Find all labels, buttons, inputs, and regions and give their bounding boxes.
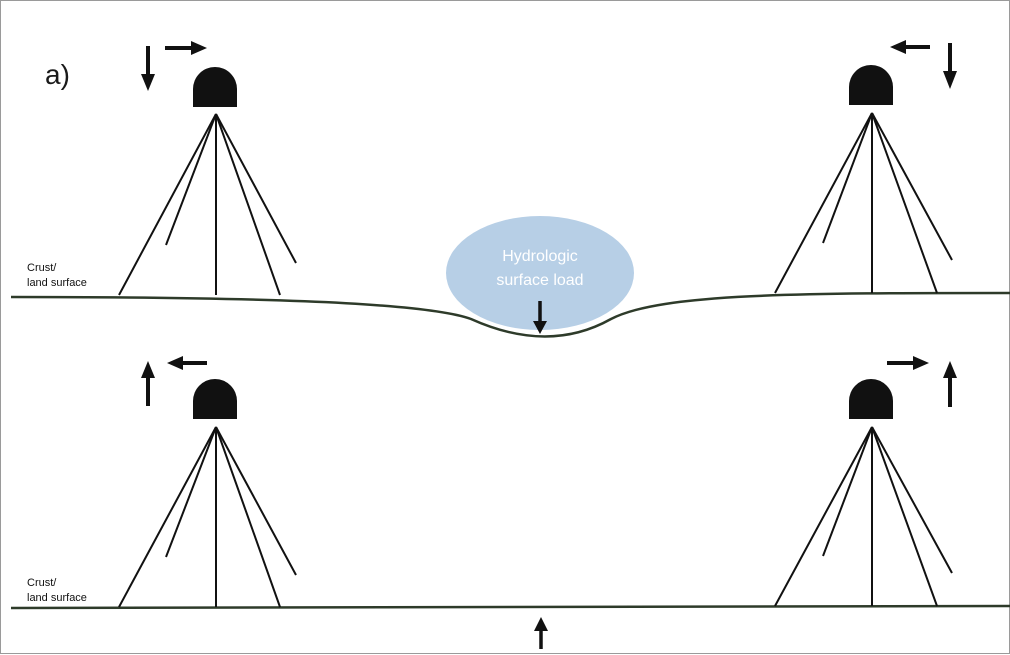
tripod-legs [774,112,953,294]
crust-label-line: Crust/ [27,262,57,274]
panel-label: a) [45,59,70,90]
arrow-up-icon [141,361,155,406]
arrow-right-icon [887,356,929,370]
crust-label-line: land surface [27,277,87,289]
hydrologic-load-ellipse [446,216,634,330]
arrow-right-icon [165,41,207,55]
crust-surface-line-flat [10,604,1010,610]
crust-label-line: land surface [27,592,87,604]
gps-antenna-dome-icon [849,65,893,105]
gps-station-top-left [118,67,297,296]
gps-station-bottom-right [774,379,953,607]
hydrologic-load-label: Hydrologic surface load [469,245,611,293]
crust-surface-line-deformed [10,291,1010,338]
arrow-left-icon [167,356,207,370]
gps-antenna-dome-icon [193,379,237,419]
gps-station-top-right [774,65,953,294]
arrow-left-icon [890,40,930,54]
arrow-down-icon [141,46,155,91]
tripod-legs [118,113,297,296]
arrow-down-icon [943,43,957,89]
crust-label-bottom: Crust/ land surface [27,576,87,606]
tripod-legs [118,426,297,608]
gps-antenna-dome-icon [849,379,893,419]
tripod-legs [774,426,953,607]
gps-antenna-dome-icon [193,67,237,107]
crust-label-line: Crust/ [27,577,57,589]
load-label-line: Hydrologic [502,248,578,265]
load-down-arrow [533,301,547,334]
gps-station-bottom-left [118,379,297,608]
arrow-up-icon [943,361,957,407]
load-label-line: surface load [496,272,584,289]
crust-label-top: Crust/ land surface [27,261,87,291]
rebound-up-arrow [534,617,548,649]
